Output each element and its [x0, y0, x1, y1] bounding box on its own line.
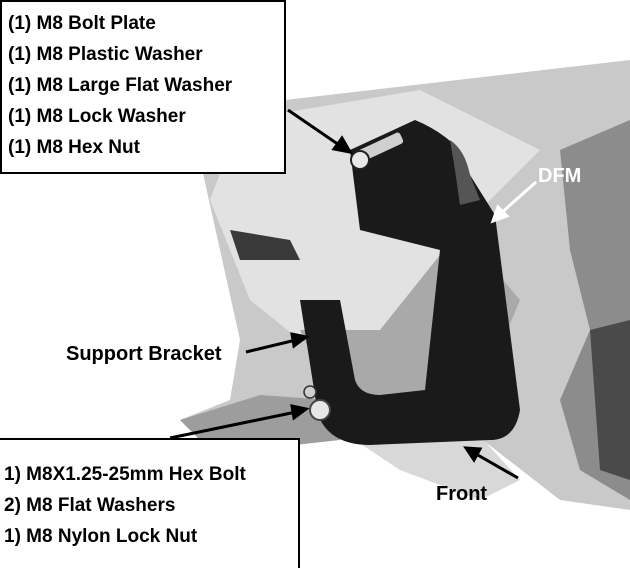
arrows — [169, 108, 519, 480]
lower-nut — [303, 385, 317, 399]
callout-item: 2) M8 Flat Washers — [4, 495, 176, 516]
arrow-bottom-callout — [169, 410, 297, 440]
arrow-top-callout — [287, 108, 343, 149]
support-bracket-label: Support Bracket — [66, 343, 222, 365]
arrow-support-bracket-head — [290, 332, 310, 349]
arrow-top-callout-head — [331, 135, 353, 155]
arrow-dfm — [490, 180, 537, 224]
rear-bracket-dark — [590, 320, 630, 480]
arrow-front — [475, 452, 519, 480]
frame-gap — [230, 230, 300, 260]
callout-item: (1) M8 Bolt Plate — [8, 13, 156, 34]
callout-item: (1) M8 Lock Washer — [8, 106, 186, 127]
front-label: Front — [436, 483, 488, 505]
top-washer — [350, 150, 370, 170]
callout-item: 1) M8X1.25-25mm Hex Bolt — [4, 464, 246, 485]
hardware-callout-top: (1) M8 Bolt Plate (1) M8 Plastic Washer … — [0, 0, 286, 174]
dfm-label: DFM — [538, 165, 582, 187]
callout-item: 1) M8 Nylon Lock Nut — [4, 526, 198, 547]
lower-bolt — [309, 399, 331, 421]
arrow-support-bracket — [245, 338, 297, 354]
arrow-front-head — [463, 446, 483, 463]
hardware-callout-bottom: 1) M8X1.25-25mm Hex Bolt 2) M8 Flat Wash… — [0, 438, 300, 568]
callout-item: (1) M8 Hex Nut — [8, 137, 140, 158]
bracket-highlight — [450, 140, 480, 205]
callout-item: (1) M8 Plastic Washer — [8, 44, 203, 65]
arrow-bottom-callout-head — [290, 404, 310, 421]
callout-item: (1) M8 Large Flat Washer — [8, 75, 233, 96]
